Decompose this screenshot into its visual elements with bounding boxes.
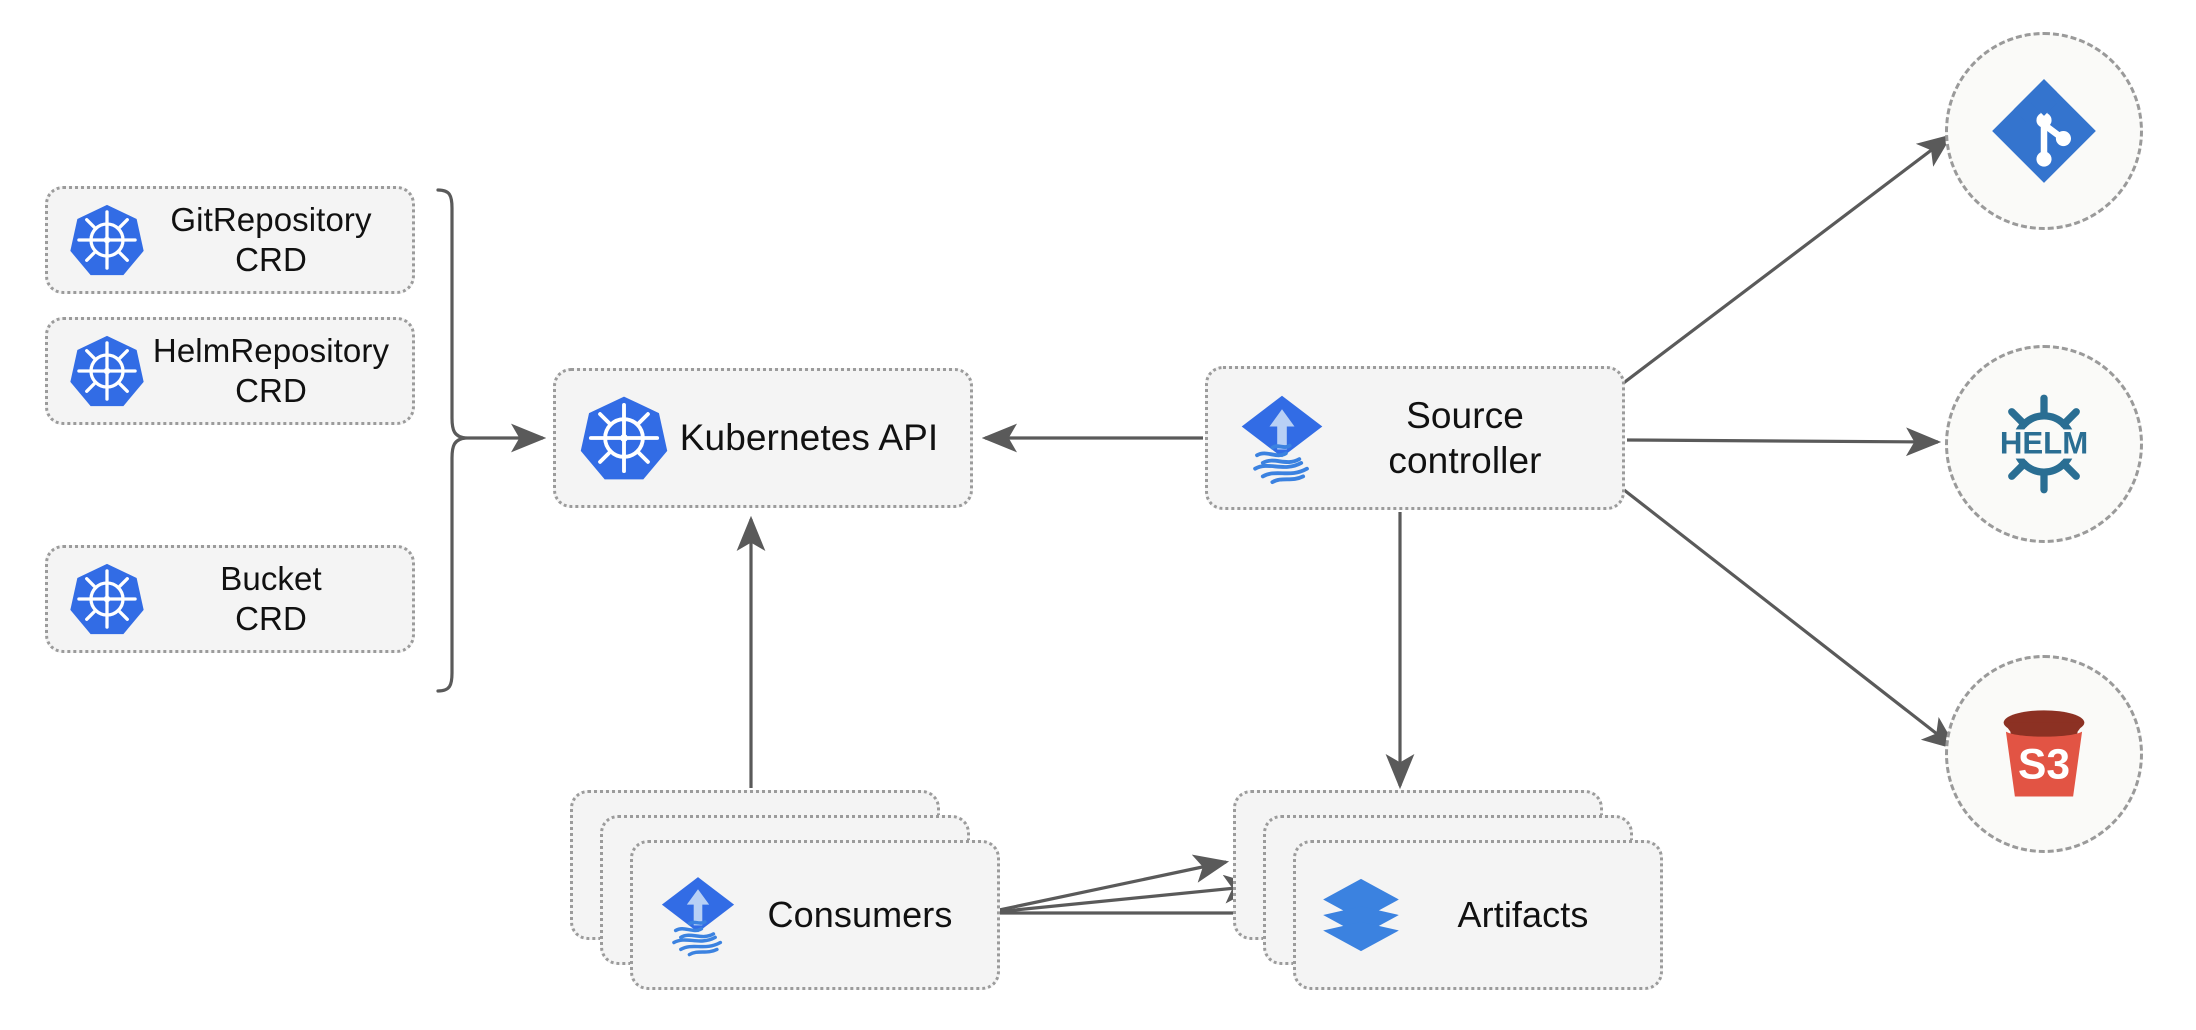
edge-source-controller-to-s3	[1600, 470, 1958, 750]
kubernetes-icon	[578, 392, 670, 484]
external-s3[interactable]: S3	[1945, 655, 2143, 853]
kubernetes-icon	[68, 332, 146, 410]
layers-icon	[1318, 872, 1404, 958]
node-source-controller[interactable]: Source controller	[1205, 366, 1625, 510]
crd-card-helmrepository[interactable]: HelmRepository CRD	[45, 317, 415, 425]
external-helm[interactable]: HELM	[1945, 345, 2143, 543]
helm-icon: HELM	[1992, 392, 2096, 496]
crd-card-label: HelmRepository CRD	[152, 331, 390, 409]
git-icon	[1990, 77, 2098, 185]
edge-source-controller-to-helm	[1626, 427, 1942, 457]
helm-label: HELM	[2000, 425, 2088, 460]
node-kubernetes-api-label: Kubernetes API	[679, 417, 939, 459]
node-artifacts-label: Artifacts	[1457, 894, 1589, 936]
flux-icon	[1234, 390, 1330, 486]
node-kubernetes-api[interactable]: Kubernetes API	[553, 368, 973, 508]
edge-consumers-to-artifacts-back	[984, 854, 1230, 915]
crd-card-gitrepository[interactable]: GitRepository CRD	[45, 186, 415, 294]
s3-icon: S3	[1988, 698, 2100, 810]
flux-icon	[655, 872, 741, 958]
external-git[interactable]	[1945, 32, 2143, 230]
crd-card-label: GitRepository CRD	[170, 200, 372, 278]
crd-card-bucket[interactable]: Bucket CRD	[45, 545, 415, 653]
kubernetes-icon	[68, 201, 146, 279]
edge-source-controller-to-git	[1600, 134, 1953, 402]
node-artifacts[interactable]: Artifacts	[1293, 840, 1663, 990]
node-source-controller-label: Source controller	[1388, 394, 1542, 481]
node-consumers[interactable]: Consumers	[630, 840, 1000, 990]
node-consumers-label: Consumers	[767, 894, 953, 936]
s3-label: S3	[2018, 741, 2070, 789]
crd-group-brace	[436, 188, 468, 693]
edge-consumers-to-artifacts-mid	[984, 874, 1260, 915]
crd-card-label: Bucket CRD	[220, 559, 322, 637]
kubernetes-icon	[68, 560, 146, 638]
